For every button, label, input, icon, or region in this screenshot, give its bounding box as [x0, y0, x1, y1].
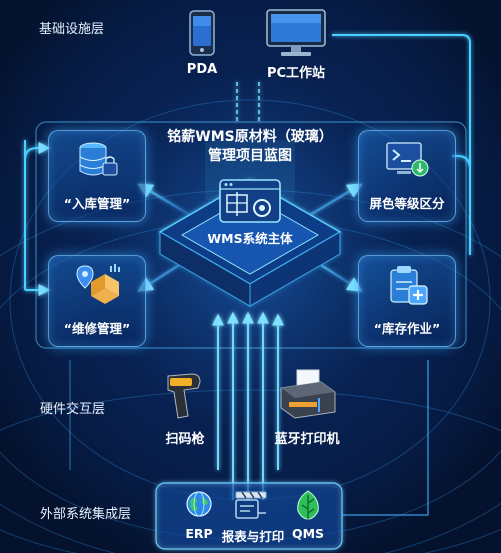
wms-window-icon	[218, 178, 282, 224]
report-print-label: 报表与打印	[221, 529, 285, 544]
box-location-icon	[71, 262, 123, 308]
scanner-label: 扫码枪	[165, 432, 205, 447]
blueprint-title-line2: 管理项目蓝图	[208, 148, 292, 164]
clipboard-plus-icon	[383, 262, 431, 308]
barcode-scanner-icon	[162, 370, 206, 422]
leaf-icon	[290, 487, 326, 523]
erp-label: ERP	[185, 526, 213, 541]
module-inventory-label: “库存作业”	[373, 321, 441, 336]
layer-label-external: 外部系统集成层	[40, 507, 132, 522]
qms-label: QMS	[291, 526, 325, 541]
printer-label: 蓝牙打印机	[274, 432, 340, 447]
blueprint-title: 铭薪WMS原材料（玻璃） 管理项目蓝图	[150, 128, 350, 166]
pda-label: PDA	[186, 62, 218, 77]
wms-core-label: WMS系统主体	[207, 231, 293, 246]
module-screen-grade: 屏色等级区分	[358, 130, 456, 222]
report-print-icon	[232, 489, 270, 521]
bluetooth-printer-icon	[275, 368, 339, 424]
database-icon	[73, 139, 121, 183]
module-maintenance-label: “维修管理”	[63, 321, 131, 336]
pda-icon	[182, 10, 222, 58]
module-screen-grade-label: 屏色等级区分	[369, 196, 445, 211]
module-inbound-label: “入库管理”	[63, 196, 131, 211]
pc-workstation-icon	[265, 8, 327, 58]
module-maintenance: “维修管理”	[48, 255, 146, 347]
terminal-icon	[383, 139, 431, 183]
pc-workstation-label: PC工作站	[266, 66, 326, 81]
blueprint-title-line1: 铭薪WMS原材料（玻璃）	[167, 129, 333, 145]
globe-icon	[182, 489, 216, 521]
layer-label-hardware: 硬件交互层	[40, 402, 106, 417]
module-inbound: “入库管理”	[48, 130, 146, 222]
module-inventory: “库存作业”	[358, 255, 456, 347]
layer-label-infrastructure: 基础设施层	[39, 22, 105, 37]
